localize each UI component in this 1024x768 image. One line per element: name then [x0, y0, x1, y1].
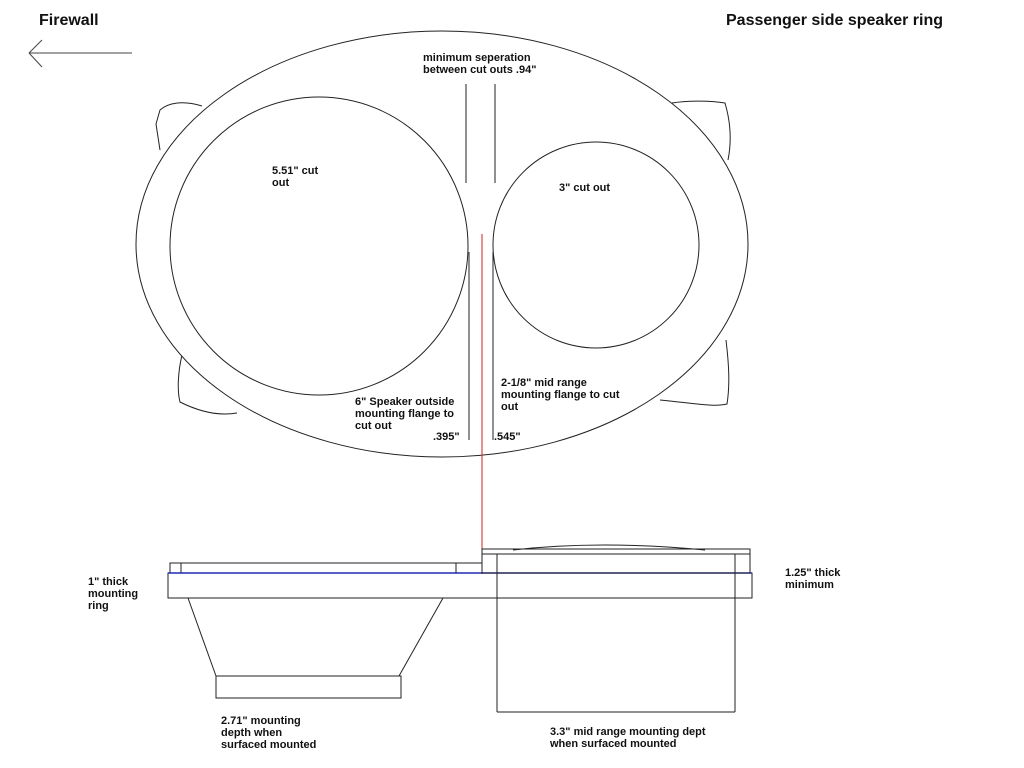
- firewall-label: Firewall: [39, 12, 99, 29]
- mounting-tab-top-right: [671, 100, 731, 161]
- separation-note: minimum seperation between cut outs .94": [423, 52, 537, 76]
- speaker-ring-outline: [135, 30, 749, 458]
- mid-range-gap-value: .545": [494, 431, 521, 443]
- large-cutout-circle: [169, 96, 469, 396]
- mid-range-depth-label: 3.3" mid range mounting dept when surfac…: [550, 726, 706, 750]
- small-cutout-label: 3" cut out: [559, 182, 611, 194]
- small-cutout-circle: [492, 141, 700, 349]
- six-inch-depth-label: 2.71" mounting depth when surfaced mount…: [221, 715, 317, 751]
- mid-range-dome: [512, 544, 706, 551]
- drawing-title: Passenger side speaker ring: [726, 12, 943, 29]
- mounting-tab-top-left: [155, 102, 203, 151]
- six-inch-gap-value: .395": [433, 431, 460, 443]
- six-inch-flange-plate: [169, 562, 483, 574]
- basket-left-side: [187, 597, 217, 677]
- ring-thickness-label: 1" thick mounting ring: [88, 576, 139, 612]
- mounting-ring-body: [167, 572, 753, 599]
- mid-range-top-plate: [481, 548, 751, 555]
- arrow-left-icon: [28, 39, 132, 68]
- min-thickness-label: 1.25" thick minimum: [785, 567, 841, 591]
- basket-right-side: [398, 597, 444, 677]
- mounting-tab-bottom-right: [659, 339, 730, 406]
- mid-range-upper-block: [481, 553, 751, 574]
- six-inch-magnet: [215, 675, 402, 699]
- six-inch-flange-note: 6" Speaker outside mounting flange to cu…: [355, 396, 455, 432]
- large-cutout-label: 5.51" cut out: [272, 165, 319, 189]
- mounting-tab-bottom-left: [177, 354, 238, 415]
- mid-range-flange-note: 2-1/8" mid range mounting flange to cut …: [501, 377, 620, 413]
